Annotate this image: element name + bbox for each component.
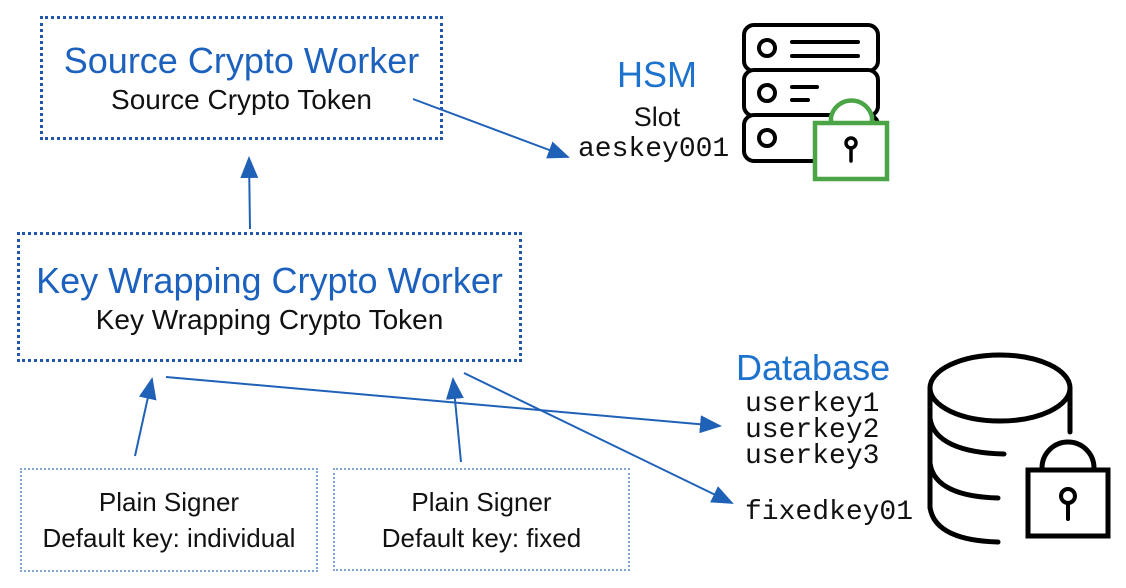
hsm-slot-label: Slot — [633, 102, 681, 132]
arrow-signer-fixed-to-keywrapping — [445, 377, 464, 463]
source-crypto-worker-title: Source Crypto Worker — [63, 40, 420, 81]
plain-signer-individual-default-key: Default key: individual — [42, 523, 296, 553]
plain-signer-fixed-box: Plain Signer Default key: fixed — [333, 468, 630, 571]
plain-signer-fixed-default-key: Default key: fixed — [381, 523, 582, 553]
source-crypto-worker-box: Source Crypto Worker Source Crypto Token — [40, 16, 443, 140]
arrow-keywrapping-to-source — [240, 156, 259, 230]
database-user-key-2: userkey2 — [745, 415, 880, 446]
database-user-key-3: userkey3 — [745, 441, 880, 472]
key-wrapping-crypto-token-label: Key Wrapping Crypto Token — [95, 304, 444, 335]
database-user-keys: userkey1 userkey2 userkey3 — [745, 389, 880, 472]
database-cylinder-icon — [927, 352, 1073, 545]
hsm-title: HSM — [617, 54, 697, 95]
green-lock-icon — [812, 98, 890, 182]
black-lock-icon — [1025, 439, 1111, 539]
arrow-signer-individual-to-keywrapping — [134, 377, 157, 457]
server-stack-icon — [742, 23, 880, 163]
arrow-keywrapping-to-userkeys — [165, 376, 722, 434]
key-wrapping-crypto-worker-box: Key Wrapping Crypto Worker Key Wrapping … — [17, 232, 522, 362]
database-title: Database — [736, 347, 891, 388]
key-wrapping-crypto-worker-title: Key Wrapping Crypto Worker — [36, 260, 503, 301]
database-user-key-1: userkey1 — [745, 389, 880, 420]
database-fixed-key: fixedkey01 — [745, 497, 914, 528]
plain-signer-individual-box: Plain Signer Default key: individual — [20, 468, 318, 572]
source-crypto-token-label: Source Crypto Token — [111, 84, 372, 115]
hsm-slot-key: aeskey001 — [578, 134, 730, 165]
plain-signer-individual-title: Plain Signer — [98, 487, 240, 517]
plain-signer-fixed-title: Plain Signer — [411, 487, 552, 517]
